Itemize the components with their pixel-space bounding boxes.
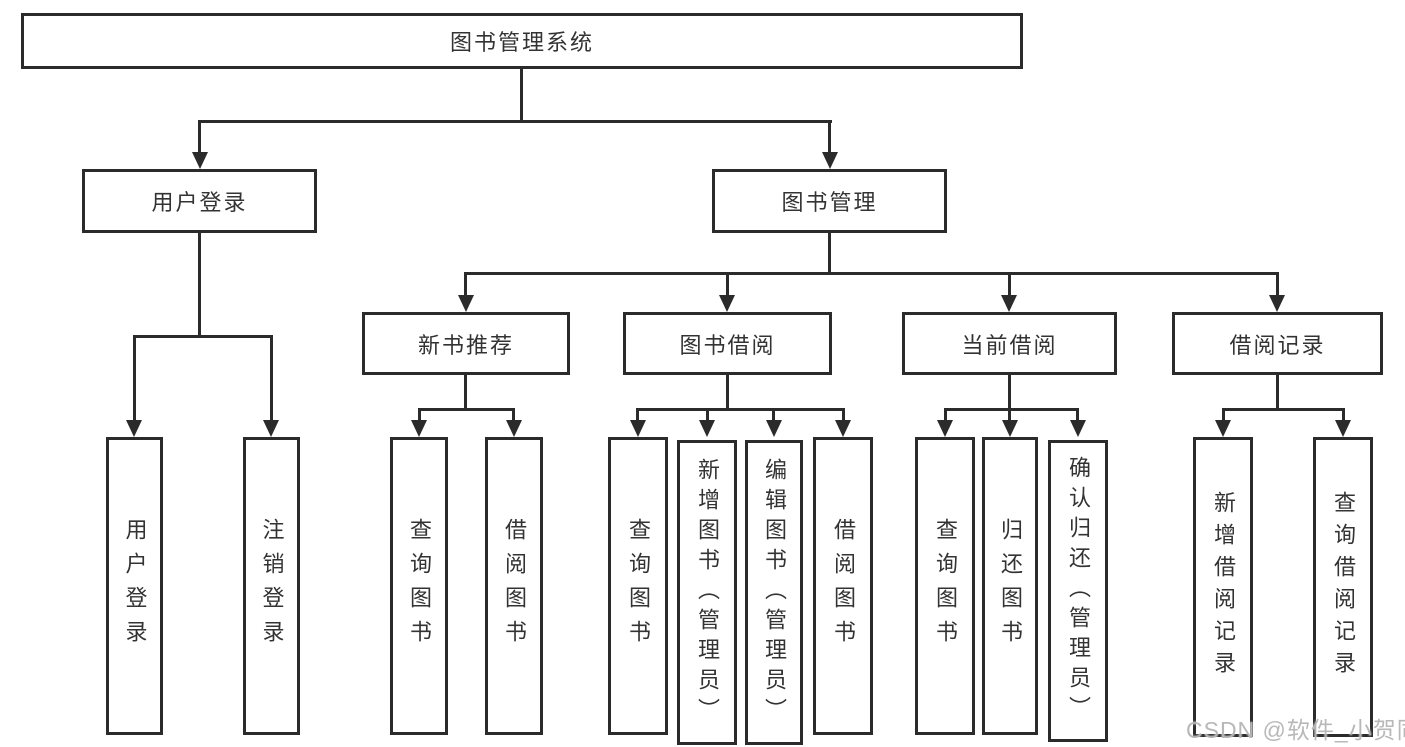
node-new-book-recommend-label: 新书推荐 <box>417 332 514 358</box>
connector-line <box>270 335 273 422</box>
connector-line <box>706 408 709 422</box>
leaf-return-books: 归还图书 <box>982 437 1038 735</box>
connector-line <box>198 120 832 123</box>
arrowhead-icon <box>719 295 735 312</box>
arrowhead-icon <box>1335 420 1351 437</box>
leaf-return-books-label: 归还图书 <box>998 518 1023 654</box>
arrowhead-icon <box>126 420 142 437</box>
leaf-borrow-books-borrowing-label: 借阅图书 <box>831 518 856 654</box>
leaf-query-books-borrowing: 查询图书 <box>608 437 668 735</box>
leaf-query-books-recommend: 查询图书 <box>390 437 448 735</box>
node-book-management-label: 图书管理 <box>781 190 878 215</box>
connector-line <box>772 408 775 422</box>
connector-line <box>1276 375 1279 411</box>
leaf-query-borrow-record: 查询借阅记录 <box>1313 437 1373 737</box>
connector-line <box>520 69 523 123</box>
arrowhead-icon <box>699 420 715 437</box>
connector-line <box>636 408 843 411</box>
csdn-watermark: CSDN @软件_小贺同学 <box>1186 717 1405 743</box>
connector-line <box>944 408 1078 411</box>
leaf-query-books-current-label: 查询图书 <box>933 518 958 654</box>
node-borrowing-records-label: 借阅记录 <box>1229 332 1326 358</box>
leaf-query-books-borrowing-label: 查询图书 <box>626 518 651 654</box>
connector-line <box>726 375 729 411</box>
arrowhead-icon <box>1002 420 1018 437</box>
leaf-edit-books-admin-label: 编辑图书（管理员） <box>762 457 787 728</box>
connector-line <box>512 408 515 422</box>
connector-line <box>198 233 201 338</box>
arrowhead-icon <box>411 420 427 437</box>
leaf-borrow-books-recommend: 借阅图书 <box>485 437 543 735</box>
arrowhead-icon <box>263 420 279 437</box>
leaf-confirm-return-admin-label: 确认归还（管理员） <box>1066 456 1091 726</box>
node-book-management: 图书管理 <box>712 169 947 233</box>
connector-line <box>1076 408 1079 422</box>
connector-line <box>1008 375 1011 411</box>
connector-line <box>464 375 467 411</box>
arrowhead-icon <box>835 420 851 437</box>
connector-line <box>1008 408 1011 422</box>
leaf-logout-label: 注销登录 <box>259 518 285 654</box>
connector-line <box>133 335 273 338</box>
leaf-borrow-books-recommend-label: 借阅图书 <box>502 518 527 654</box>
arrowhead-icon <box>506 420 522 437</box>
connector-line <box>636 408 639 422</box>
connector-line <box>1222 408 1225 422</box>
node-current-borrowing: 当前借阅 <box>902 312 1117 375</box>
node-user-login: 用户登录 <box>82 169 317 233</box>
connector-line <box>1222 408 1344 411</box>
node-book-borrowing: 图书借阅 <box>623 312 832 375</box>
connector-line <box>133 335 136 422</box>
connector-line <box>828 120 831 154</box>
arrowhead-icon <box>822 152 838 169</box>
leaf-add-borrow-record-label: 新增借阅记录 <box>1211 491 1236 683</box>
leaf-query-borrow-record-label: 查询借阅记录 <box>1331 491 1356 683</box>
connector-line <box>1342 408 1345 422</box>
connector-line <box>198 120 201 154</box>
connector-line <box>842 408 845 422</box>
leaf-user-login-label: 用户登录 <box>122 518 148 654</box>
leaf-add-books-admin: 新增图书（管理员） <box>677 440 737 745</box>
leaf-confirm-return-admin: 确认归还（管理员） <box>1048 440 1108 742</box>
connector-line <box>464 272 467 297</box>
arrowhead-icon <box>630 420 646 437</box>
arrowhead-icon <box>192 152 208 169</box>
connector-line <box>1008 272 1011 297</box>
node-root: 图书管理系统 <box>21 13 1023 69</box>
node-user-login-label: 用户登录 <box>151 190 248 215</box>
arrowhead-icon <box>766 420 782 437</box>
leaf-query-books-current: 查询图书 <box>915 437 975 735</box>
connector-line <box>1276 272 1279 297</box>
arrowhead-icon <box>1070 420 1086 437</box>
arrowhead-icon <box>937 420 953 437</box>
connector-line <box>418 408 514 411</box>
connector-line <box>418 408 421 422</box>
arrowhead-icon <box>1269 295 1285 312</box>
node-borrowing-records: 借阅记录 <box>1172 312 1383 375</box>
leaf-logout: 注销登录 <box>243 437 300 735</box>
arrowhead-icon <box>1215 420 1231 437</box>
leaf-edit-books-admin: 编辑图书（管理员） <box>745 440 803 745</box>
connector-line <box>944 408 947 422</box>
connector-line <box>828 233 831 275</box>
leaf-add-books-admin-label: 新增图书（管理员） <box>695 457 720 728</box>
connector-line <box>464 272 1278 275</box>
node-current-borrowing-label: 当前借阅 <box>961 332 1058 358</box>
leaf-add-borrow-record: 新增借阅记录 <box>1193 437 1253 737</box>
node-new-book-recommend: 新书推荐 <box>362 312 570 375</box>
connector-line <box>726 272 729 297</box>
arrowhead-icon <box>458 295 474 312</box>
leaf-borrow-books-borrowing: 借阅图书 <box>813 437 873 735</box>
arrowhead-icon <box>1001 295 1017 312</box>
leaf-query-books-recommend-label: 查询图书 <box>407 518 432 654</box>
node-root-label: 图书管理系统 <box>449 30 594 55</box>
leaf-user-login: 用户登录 <box>106 437 163 735</box>
node-book-borrowing-label: 图书借阅 <box>679 332 776 358</box>
